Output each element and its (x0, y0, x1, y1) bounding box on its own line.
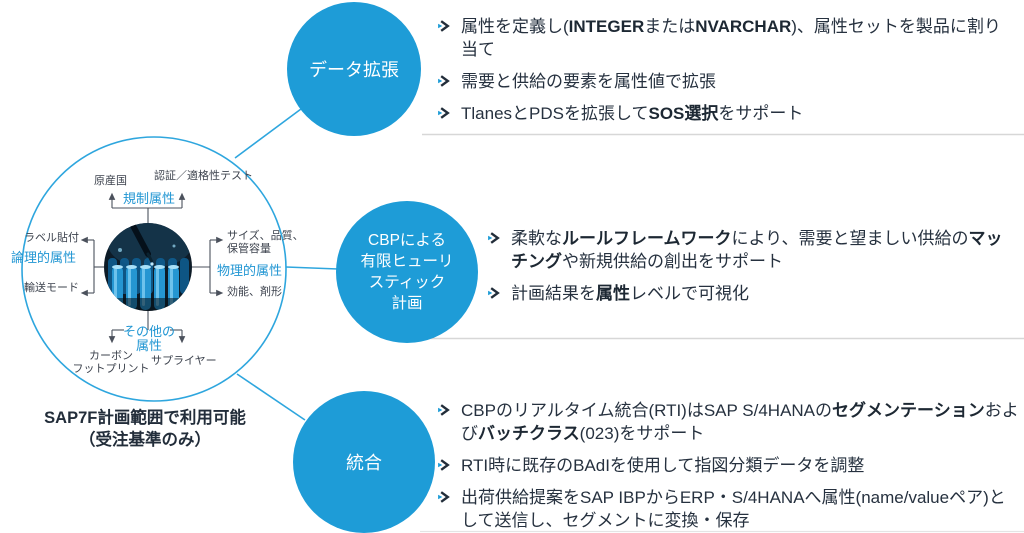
attribute-arrows (80, 192, 224, 344)
bullet-block-data-extension: 属性を定義し(INTEGERまたはNVARCHAR)、属性セットを製品に割り当て… (437, 15, 1017, 125)
chevron-bullet-icon (488, 287, 500, 299)
bullet-text: CBPのリアルタイム統合(RTI)はSAP S/4HANAのセグメンテーションお… (461, 401, 1019, 443)
hub-outline-circle (21, 136, 287, 402)
chevron-bullet-icon (438, 107, 450, 119)
topic-circle-cbp-planning: CBPによる 有限ヒューリ スティック 計画 (336, 201, 478, 343)
hub-caption: SAP7F計画範囲で利用可能 （受注基準のみ） (12, 407, 278, 451)
bullet-text: 属性を定義し(INTEGERまたはNVARCHAR)、属性セットを製品に割り当て (461, 17, 1001, 59)
hub-label-line: フットプリント (72, 362, 150, 375)
bullet-item: 属性を定義し(INTEGERまたはNVARCHAR)、属性セットを製品に割り当て (437, 15, 1017, 61)
topic-circle-label-line: 計画 (391, 295, 423, 312)
separator-lines (406, 133, 1024, 533)
bullet-item: 柔軟なルールフレームワークにより、需要と望ましい供給のマッチングや新規供給の創出… (487, 227, 1017, 273)
hub-label-line: カーボン (89, 350, 133, 362)
hub-label-origin-country: 原産国 (94, 175, 127, 187)
pipette (128, 223, 154, 266)
connector-bottom (236, 373, 306, 421)
hub-label-line: その他の (122, 324, 175, 339)
chevron-bullet-icon (438, 75, 450, 87)
hub-group-logical-attributes: 論理的属性 (11, 250, 77, 265)
bullet-text: 需要と供給の要素を属性値で拡張 (461, 72, 716, 91)
hub-label-line: 保管容量 (227, 243, 271, 255)
hub-label-carbon-footprint: カーボン フットプリント (72, 350, 150, 375)
hub-label-line: 属性 (135, 337, 162, 353)
hub-label-transport-mode: 輸送モード (24, 282, 79, 294)
chevron-bullet-icon (438, 20, 450, 32)
hub-label-efficacy-form: 効能、剤形 (227, 286, 282, 298)
bullet-text: 計画結果を属性レベルで可視化 (511, 284, 749, 303)
bullet-text: 柔軟なルールフレームワークにより、需要と望ましい供給のマッチングや新規供給の創出… (511, 229, 1003, 271)
hub-caption-line1: SAP7F計画範囲で利用可能 (44, 409, 246, 427)
hub-group-regulatory-attributes: 規制属性 (122, 191, 175, 206)
bullet-block-cbp-planning: 柔軟なルールフレームワークにより、需要と望ましい供給のマッチングや新規供給の創出… (487, 227, 1017, 305)
chevron-bullet-icon (488, 232, 500, 244)
bullet-item: 計画結果を属性レベルで可視化 (487, 282, 1017, 305)
connector-lines (234, 108, 339, 421)
topic-circle-label-line: スティック (368, 274, 446, 291)
hub-label-certification: 認証／適格性テスト (154, 170, 253, 182)
hub-label-supplier: サプライヤー (151, 355, 217, 367)
hub-caption-line2: （受注基準のみ） (79, 431, 211, 449)
bullet-text: 出荷供給提案をSAP IBPからERP・S/4HANAへ属性(name/valu… (461, 488, 1006, 530)
connector-middle (285, 266, 339, 270)
bullet-item: RTI時に既存のBAdIを使用して指図分類データを調整 (437, 454, 1021, 477)
topic-circle-label-line: 有限ヒューリ (360, 253, 454, 270)
hub-group-physical-attributes: 物理的属性 (217, 263, 283, 278)
lab-photo (104, 223, 192, 311)
bullet-item: TlanesとPDSを拡張してSOS選択をサポート (437, 102, 1017, 125)
topic-circle-data-extension: データ拡張 (287, 2, 421, 136)
bullet-item: 需要と供給の要素を属性値で拡張 (437, 70, 1017, 93)
chevron-bullet-icon (438, 491, 450, 503)
bullet-item: CBPのリアルタイム統合(RTI)はSAP S/4HANAのセグメンテーションお… (437, 399, 1021, 445)
topic-circle-label: データ拡張 (309, 60, 399, 80)
connector-top (234, 108, 302, 159)
topic-circle-integration: 統合 (293, 391, 435, 533)
hub-label-line: サイズ、品質、 (227, 230, 304, 242)
bullet-text: RTI時に既存のBAdIを使用して指図分類データを調整 (461, 456, 865, 475)
chevron-bullet-icon (438, 404, 450, 416)
chevron-bullet-icon (438, 459, 450, 471)
bullet-block-integration: CBPのリアルタイム統合(RTI)はSAP S/4HANAのセグメンテーションお… (437, 399, 1021, 532)
bullet-text: TlanesとPDSを拡張してSOS選択をサポート (461, 104, 804, 123)
topic-circle-label-line: CBPによる (368, 232, 446, 249)
hub-label-labeling: ラベル貼付 (24, 232, 79, 244)
bullet-item: 出荷供給提案をSAP IBPからERP・S/4HANAへ属性(name/valu… (437, 486, 1021, 532)
topic-circle-label: 統合 (346, 453, 382, 473)
hub-group-other-attributes: その他の 属性 (119, 325, 179, 352)
hub-label-size-quality-storage: サイズ、品質、 保管容量 (227, 230, 304, 256)
